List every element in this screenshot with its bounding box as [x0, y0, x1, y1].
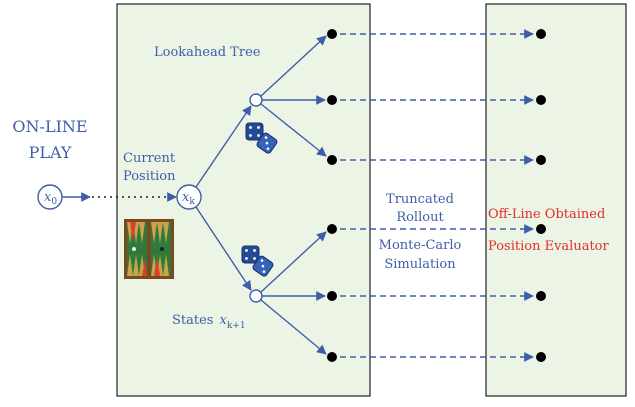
leaf-node-4: [327, 224, 337, 234]
current-position-label-line2: Position: [123, 169, 176, 184]
evaluator-node-5: [536, 291, 546, 301]
state-node-lower: [249, 289, 263, 303]
current-position-label-line1: Current: [123, 151, 176, 166]
online-play-label-line1: ON-LINE: [12, 117, 87, 136]
lookahead-panel: [116, 3, 371, 397]
xk-node: [176, 184, 202, 210]
leaf-node-6: [327, 352, 337, 362]
truncated-rollout-label-line2: Rollout: [396, 210, 444, 225]
leaf-node-1: [327, 29, 337, 39]
lookahead-tree-label: Lookahead Tree: [154, 45, 261, 60]
backgammon-board-icon: [124, 219, 174, 279]
monte-carlo-label-line2: Simulation: [384, 257, 456, 272]
evaluator-node-4: [536, 224, 546, 234]
online-play-label-line2: PLAY: [29, 143, 72, 162]
offline-evaluator-label-line1: Off-Line Obtained: [488, 207, 605, 222]
monte-carlo-label-line1: Monte-Carlo: [379, 238, 462, 253]
evaluator-node-1: [536, 29, 546, 39]
dice-icon: [245, 122, 278, 154]
evaluator-node-2: [536, 95, 546, 105]
xk-label: xk: [182, 190, 195, 207]
truncated-rollout-label-line1: Truncated: [386, 192, 454, 207]
edge-xk-upper: [195, 105, 252, 188]
evaluator-node-6: [536, 352, 546, 362]
leaf-node-2: [327, 95, 337, 105]
dice-icon: [241, 245, 274, 277]
edge-xk-lower: [195, 206, 252, 291]
evaluator-panel: [485, 3, 627, 397]
state-node-upper: [249, 93, 263, 107]
edge-upper-3: [260, 103, 327, 157]
leaf-node-5: [327, 291, 337, 301]
x0-label: x0: [44, 190, 57, 207]
edge-upper-1: [260, 35, 327, 97]
leaf-node-3: [327, 155, 337, 165]
offline-evaluator-label-line2: Position Evaluator: [488, 239, 610, 254]
edge-lower-3: [260, 299, 327, 355]
evaluator-node-3: [536, 155, 546, 165]
edge-lower-1: [260, 231, 327, 293]
